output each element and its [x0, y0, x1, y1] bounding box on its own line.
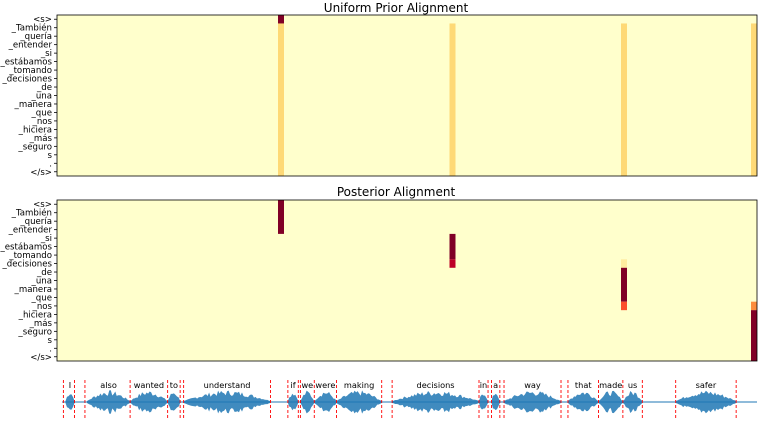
prior-row-label: _quería	[19, 32, 52, 42]
word-label: wanted	[134, 380, 164, 390]
word-label: were	[315, 380, 335, 390]
word-label: in	[480, 380, 487, 390]
posterior-title: Posterior Alignment	[337, 185, 456, 199]
word-label: us	[628, 380, 637, 390]
posterior-row-label: _si	[40, 234, 52, 244]
prior-row-label: _También	[11, 23, 52, 34]
word-label: we	[301, 380, 313, 390]
prior-row-label: _estábamos	[0, 58, 53, 68]
waveform-segment	[392, 391, 479, 413]
posterior-row-label: _entender	[8, 226, 53, 236]
posterior-cell	[621, 301, 627, 311]
prior-row-label: _hiciera	[18, 125, 52, 135]
prior-row-label: _seguro	[17, 142, 52, 152]
waveform-segment	[479, 394, 488, 410]
posterior-cell	[751, 310, 757, 361]
waveform-segment	[183, 390, 271, 414]
prior-cell	[449, 23, 456, 177]
prior-cell	[278, 23, 284, 177]
waveform-segment	[314, 392, 337, 412]
word-label: also	[100, 380, 117, 390]
posterior-row-label: _una	[31, 277, 52, 287]
posterior-row-label: _seguro	[17, 327, 52, 337]
waveform-segment	[336, 390, 382, 414]
posterior-row-label: _más	[29, 319, 53, 329]
waveform-segment	[287, 393, 299, 411]
word-label: to	[170, 380, 178, 390]
prior-row-label: _más	[29, 134, 53, 144]
posterior-row-label: s	[48, 336, 53, 346]
waveform-segment	[491, 393, 500, 411]
waveform-segment	[504, 391, 561, 413]
posterior-row-label: _hiciera	[18, 310, 52, 320]
posterior-row-label: _nos	[32, 302, 53, 312]
posterior-cell	[751, 301, 757, 311]
waveform-segment	[300, 390, 315, 414]
posterior-row-label: _tomando	[8, 251, 52, 261]
prior-row-label: _entender	[8, 41, 53, 51]
posterior-row-label: _También	[11, 208, 52, 219]
posterior-cell	[449, 259, 456, 268]
prior-row-label: _tomando	[8, 66, 52, 76]
word-label: way	[524, 380, 541, 390]
prior-background	[57, 15, 757, 176]
waveform-segment	[622, 391, 643, 413]
posterior-row-label: _estábamos	[0, 243, 53, 253]
prior-row-label: <s>	[33, 15, 52, 25]
waveform-segment	[167, 393, 181, 411]
posterior-row-label: _manera	[14, 285, 52, 295]
prior-title: Uniform Prior Alignment	[324, 1, 469, 15]
waveform-segment	[568, 392, 599, 412]
prior-row-label: </s>	[30, 168, 52, 178]
posterior-background	[57, 200, 757, 361]
prior-row-label: _decisiones	[2, 75, 53, 85]
prior-row-label: _que	[31, 108, 53, 118]
word-label: decisions	[417, 380, 455, 390]
word-label: I	[69, 380, 71, 390]
word-label: made	[599, 380, 622, 390]
prior-cell	[278, 15, 284, 24]
posterior-row-label: .	[49, 344, 52, 354]
posterior-row-label: _quería	[19, 217, 52, 227]
waveform-segment	[65, 394, 75, 410]
posterior-row-label: </s>	[30, 353, 52, 363]
posterior-row-label: _que	[31, 293, 53, 303]
prior-cell	[751, 23, 757, 177]
posterior-cell	[621, 267, 627, 302]
prior-row-label: _una	[31, 92, 52, 102]
prior-row-label: _nos	[32, 117, 53, 127]
waveform-segment	[598, 390, 623, 414]
word-label: that	[575, 380, 592, 390]
prior-cell	[621, 23, 627, 177]
posterior-row-label: _de	[36, 268, 52, 278]
prior-row-label: s	[48, 151, 53, 161]
prior-row-label: _si	[40, 49, 52, 59]
posterior-row-label: <s>	[33, 200, 52, 210]
posterior-cell	[278, 200, 284, 234]
posterior-row-label: _decisiones	[2, 260, 53, 270]
prior-row-label: _de	[36, 83, 52, 93]
posterior-cell	[621, 259, 627, 268]
word-label: safer	[696, 380, 717, 390]
word-label: a	[493, 380, 498, 390]
word-label: understand	[204, 380, 251, 390]
prior-row-label: .	[49, 159, 52, 169]
posterior-alignment-heatmap: <s>_También_quería_entender_si_estábamos…	[0, 199, 758, 363]
waveform-segment	[675, 390, 737, 414]
word-label: making	[344, 380, 374, 390]
word-label: if	[291, 380, 297, 390]
posterior-cell	[449, 233, 456, 260]
waveform-segment	[130, 391, 168, 413]
prior-alignment-heatmap: <s>_También_quería_entender_si_estábamos…	[0, 14, 758, 178]
waveform-segment	[87, 390, 131, 414]
prior-row-label: _manera	[14, 100, 52, 110]
